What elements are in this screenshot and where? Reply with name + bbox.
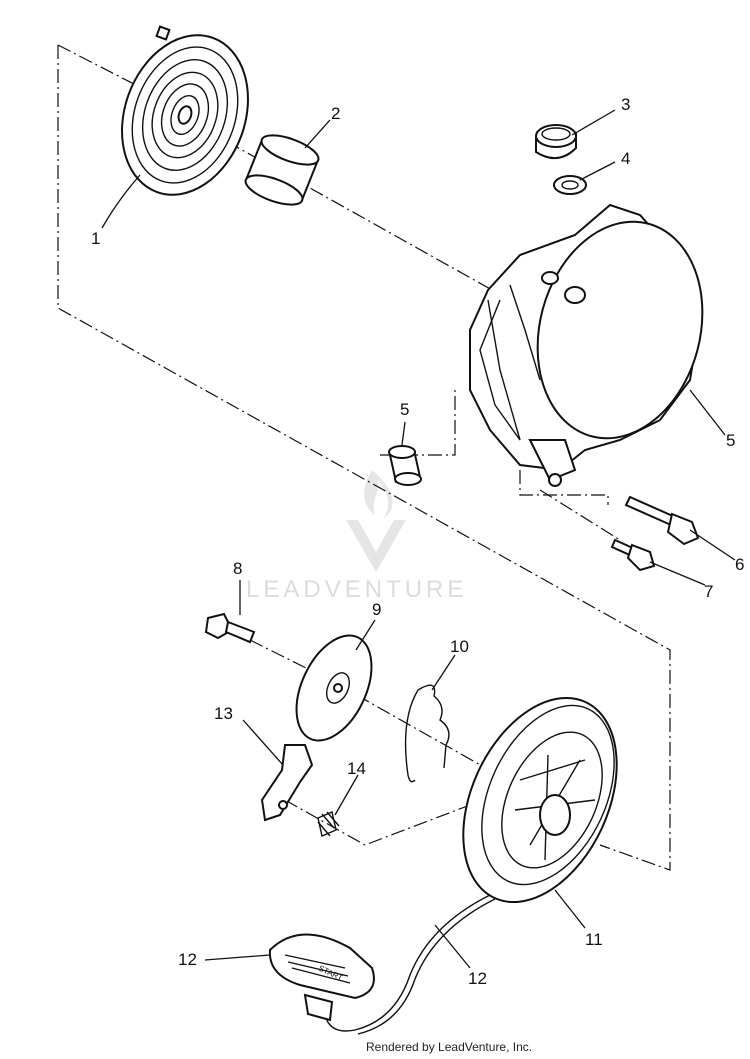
part-13-pawl xyxy=(260,744,314,822)
callout-5-housing: 5 xyxy=(726,431,735,450)
watermark-flame-icon xyxy=(364,470,393,518)
part-5-bushing xyxy=(388,445,422,486)
centerline-pawl-spring xyxy=(284,799,471,846)
callout-5-bushing: 5 xyxy=(400,400,409,419)
rendered-by-footer: Rendered by LeadVenture, Inc. xyxy=(366,1040,533,1054)
centerline-bolt-7 xyxy=(539,489,621,541)
part-1-recoil-spring xyxy=(121,25,249,196)
callout-11: 11 xyxy=(585,930,603,949)
callout-labels: 1 2 3 4 5 5 6 7 8 9 10 11 12 12 13 14 xyxy=(91,95,744,988)
part-14-pawl-spring xyxy=(317,811,340,837)
centerline-bolt-6 xyxy=(519,470,609,505)
watermark-text: LEADVENTURE xyxy=(246,576,467,603)
callout-7: 7 xyxy=(704,582,713,601)
part-7-short-bolt xyxy=(610,538,656,572)
part-12-rope xyxy=(324,894,496,1035)
callout-3: 3 xyxy=(621,95,630,114)
callout-4: 4 xyxy=(621,149,630,168)
callout-10: 10 xyxy=(450,637,469,656)
callout-12-handle: 12 xyxy=(178,950,197,969)
callout-9: 9 xyxy=(372,600,381,619)
callout-2: 2 xyxy=(331,104,340,123)
part-4-washer xyxy=(553,175,587,195)
leader-lines xyxy=(101,109,736,969)
part-3-cap xyxy=(535,124,577,159)
callout-12-rope: 12 xyxy=(468,969,487,988)
callout-1: 1 xyxy=(91,229,100,248)
callout-6: 6 xyxy=(735,555,744,574)
callout-13: 13 xyxy=(214,704,233,723)
callout-14: 14 xyxy=(347,759,366,778)
part-12-start-handle: START xyxy=(268,933,375,1022)
part-2-collar xyxy=(244,134,320,206)
part-11-reel xyxy=(462,696,618,904)
part-6-long-bolt xyxy=(624,495,700,546)
part-8-bolt xyxy=(204,612,256,644)
leadventure-watermark: LEADVENTURE xyxy=(246,470,467,603)
part-5-starter-housing xyxy=(469,203,704,487)
watermark-v-icon xyxy=(346,520,406,572)
centerline-bushing xyxy=(380,390,456,456)
part-9-friction-plate xyxy=(295,634,373,742)
centerline-spring-axis xyxy=(184,117,511,301)
callout-8: 8 xyxy=(233,559,242,578)
part-10-spring-clip xyxy=(404,684,450,783)
centerline-upper-frame xyxy=(57,45,671,871)
